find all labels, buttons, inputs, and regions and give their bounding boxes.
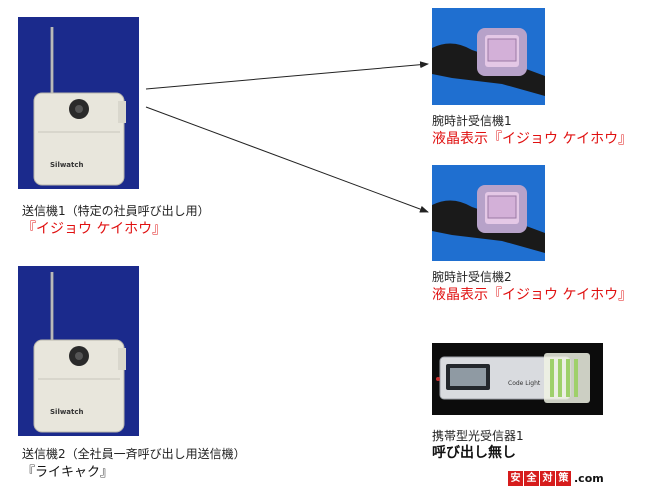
- transmitter1-caption: 送信機1（特定の社員呼び出し用）: [22, 204, 210, 219]
- transmitter2-caption: 送信機2（全社員一斉呼び出し用送信機）: [22, 447, 246, 462]
- watch-device: [432, 8, 545, 105]
- transmitter1-message: 『イジョウ ケイホウ』: [22, 221, 166, 238]
- portable-caption: 携帯型光受信器1: [432, 429, 524, 444]
- transmitter1-photo: Silwatch: [18, 17, 139, 189]
- watch2-message: 液晶表示『イジョウ ケイホウ』: [432, 287, 632, 304]
- logo-char: 全: [524, 471, 539, 486]
- transmitter-device: Silwatch: [18, 266, 139, 436]
- site-logo: 安 全 対 策 .com: [508, 470, 604, 486]
- portable-receiver-photo: Code Light: [432, 343, 603, 415]
- watch1-photo: [432, 8, 545, 105]
- transmitter-device: Silwatch: [18, 17, 139, 189]
- arrow-to-watch2: [146, 107, 428, 212]
- portable-device: Code Light: [432, 343, 603, 415]
- logo-domain: .com: [574, 472, 604, 485]
- logo-char: 策: [556, 471, 571, 486]
- watch2-photo: [432, 165, 545, 261]
- watch1-caption: 腕時計受信機1: [432, 114, 512, 129]
- watch-device: [432, 165, 545, 261]
- transmitter2-photo: Silwatch: [18, 266, 139, 436]
- svg-text:Code Light: Code Light: [508, 380, 541, 387]
- svg-text:Silwatch: Silwatch: [50, 408, 84, 416]
- arrow-to-watch1: [146, 64, 428, 89]
- transmitter2-message: 『ライキャク』: [22, 465, 113, 481]
- portable-message: 呼び出し無し: [432, 445, 516, 462]
- logo-char: 安: [508, 471, 523, 486]
- svg-text:Silwatch: Silwatch: [50, 161, 84, 169]
- watch1-message: 液晶表示『イジョウ ケイホウ』: [432, 131, 632, 148]
- watch2-caption: 腕時計受信機2: [432, 270, 512, 285]
- logo-char: 対: [540, 471, 555, 486]
